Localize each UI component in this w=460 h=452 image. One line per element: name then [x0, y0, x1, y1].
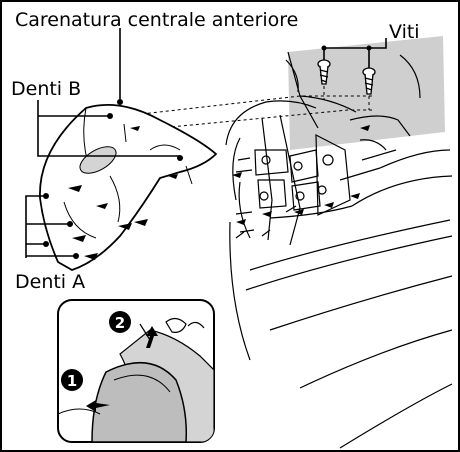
step-1-number: 1: [67, 372, 77, 390]
tabs-a-label: Denti A: [15, 273, 85, 292]
leader-dot: [43, 241, 49, 247]
leader-dot: [43, 193, 49, 199]
screws-label: Viti: [389, 23, 420, 42]
leader-dot: [107, 113, 113, 119]
tabs-b-label: Denti B: [11, 80, 81, 99]
leader-dot: [67, 221, 73, 227]
leader-dot: [117, 99, 123, 105]
leader-dot: [177, 155, 183, 161]
front-center-cover-label: Carenatura centrale anteriore: [15, 11, 298, 30]
leader-dot: [322, 46, 327, 51]
front-center-cover-part: [40, 105, 216, 270]
detail-inset: 1 2: [58, 300, 214, 442]
leader-dot: [73, 253, 79, 259]
leader-dot: [367, 46, 372, 51]
step-2-number: 2: [115, 314, 125, 332]
